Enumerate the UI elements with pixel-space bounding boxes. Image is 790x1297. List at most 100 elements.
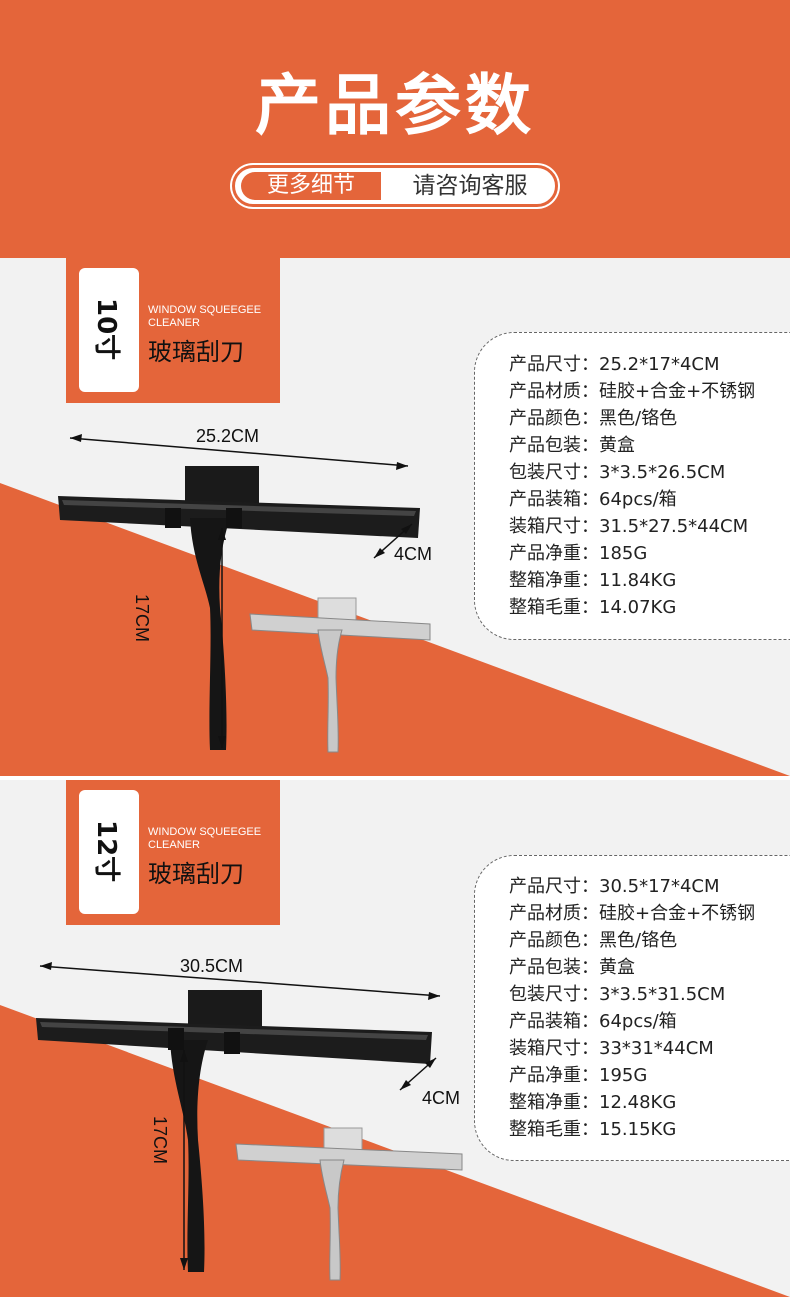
spec-key: 包装尺寸: [509, 462, 581, 483]
section-divider: [0, 776, 790, 780]
spec-value: 硅胶+合金+不锈钢: [599, 381, 756, 402]
spec-colon: ：: [581, 381, 599, 402]
pill-left-label: 更多细节: [241, 172, 381, 200]
spec-colon: ：: [581, 1092, 599, 1113]
spec-row: 产品净重：195G: [509, 1061, 647, 1088]
spec-value: 3*3.5*31.5CM: [599, 984, 726, 1005]
spec-key: 整箱净重: [509, 1092, 581, 1113]
spec-key: 整箱毛重: [509, 597, 581, 618]
english-name: WINDOW SQUEEGEE CLEANER: [148, 826, 278, 852]
spec-key: 产品材质: [509, 381, 581, 402]
spec-key: 包装尺寸: [509, 984, 581, 1005]
spec-colon: ：: [581, 462, 599, 483]
english-name-line1: WINDOW SQUEEGEE: [148, 304, 262, 316]
spec-key: 产品装箱: [509, 1011, 581, 1032]
spec-key: 产品装箱: [509, 489, 581, 510]
width-dimension: 25.2CM: [196, 426, 260, 446]
spec-colon: ：: [581, 516, 599, 537]
spec-key: 装箱尺寸: [509, 516, 581, 537]
spec-colon: ：: [581, 1119, 599, 1140]
spec-value: 黄盒: [599, 435, 635, 456]
spec-value: 12.48KG: [599, 1092, 677, 1113]
spec-row: 产品净重：185G: [509, 539, 647, 566]
spec-colon: ：: [581, 489, 599, 510]
spec-value: 64pcs/箱: [599, 489, 677, 510]
spec-value: 黄盒: [599, 957, 635, 978]
size-label: 12寸: [91, 820, 121, 883]
height-dimension: 17CM: [132, 594, 152, 643]
page-title: 产品参数: [255, 67, 535, 144]
spec-colon: ：: [581, 408, 599, 429]
header-banner: 产品参数 更多细节 请咨询客服: [0, 0, 790, 258]
product-section-10: 10寸 WINDOW SQUEEGEE CLEANER 玻璃刮刀: [0, 258, 790, 776]
spec-row: 产品包装：黄盒: [509, 431, 635, 458]
consult-pill: 更多细节 请咨询客服: [232, 165, 558, 207]
squeegee-illustration: [58, 434, 431, 753]
spec-key: 产品尺寸: [509, 354, 581, 375]
spec-row: 产品装箱：64pcs/箱: [509, 1007, 677, 1034]
spec-row: 产品包装：黄盒: [509, 953, 635, 980]
spec-colon: ：: [581, 1011, 599, 1032]
spec-value: 11.84KG: [599, 570, 677, 591]
spec-row: 包装尺寸：3*3.5*26.5CM: [509, 458, 725, 485]
spec-colon: ：: [581, 597, 599, 618]
english-name: WINDOW SQUEEGEE CLEANER: [148, 304, 278, 330]
spec-value: 64pcs/箱: [599, 1011, 677, 1032]
width-dimension: 30.5CM: [180, 956, 244, 976]
depth-dimension: 4CM: [422, 1088, 461, 1108]
spec-value: 33*31*44CM: [599, 1038, 714, 1059]
spec-row: 整箱毛重：14.07KG: [509, 593, 676, 620]
spec-row: 装箱尺寸：33*31*44CM: [509, 1034, 714, 1061]
spec-colon: ：: [581, 1038, 599, 1059]
spec-row: 产品颜色：黑色/铬色: [509, 404, 677, 431]
spec-row: 产品装箱：64pcs/箱: [509, 485, 677, 512]
spec-row: 产品尺寸：25.2*17*4CM: [509, 350, 720, 377]
chinese-name: 玻璃刮刀: [148, 338, 244, 366]
spec-row: 整箱毛重：15.15KG: [509, 1115, 676, 1142]
squeegee-illustration: [36, 962, 463, 1281]
spec-key: 产品净重: [509, 543, 581, 564]
height-dimension: 17CM: [150, 1116, 170, 1165]
spec-row: 整箱净重：11.84KG: [509, 566, 676, 593]
spec-key: 产品材质: [509, 903, 581, 924]
size-badge: 10寸 WINDOW SQUEEGEE CLEANER 玻璃刮刀: [66, 258, 280, 403]
spec-row: 整箱净重：12.48KG: [509, 1088, 676, 1115]
spec-colon: ：: [581, 957, 599, 978]
spec-key: 装箱尺寸: [509, 1038, 581, 1059]
spec-key: 产品包装: [509, 957, 581, 978]
spec-colon: ：: [581, 903, 599, 924]
spec-key: 产品颜色: [509, 930, 581, 951]
spec-colon: ：: [581, 1065, 599, 1086]
size-badge: 12寸 WINDOW SQUEEGEE CLEANER 玻璃刮刀: [66, 780, 280, 925]
pill-right-label: 请咨询客服: [412, 173, 528, 199]
spec-key: 产品净重: [509, 1065, 581, 1086]
chinese-name: 玻璃刮刀: [148, 860, 244, 888]
spec-key: 产品包装: [509, 435, 581, 456]
english-name-line2: CLEANER: [148, 317, 200, 329]
spec-value: 195G: [599, 1065, 648, 1086]
size-label: 10寸: [91, 298, 121, 361]
product-section-12: 12寸 WINDOW SQUEEGEE CLEANER 玻璃刮刀 30.5CM …: [0, 780, 790, 1297]
spec-value: 185G: [599, 543, 648, 564]
spec-value: 硅胶+合金+不锈钢: [599, 903, 756, 924]
spec-key: 整箱净重: [509, 570, 581, 591]
english-name-line1: WINDOW SQUEEGEE: [148, 826, 262, 838]
spec-value: 15.15KG: [599, 1119, 677, 1140]
spec-value: 黑色/铬色: [599, 408, 678, 429]
spec-row: 装箱尺寸：31.5*27.5*44CM: [509, 512, 748, 539]
spec-value: 31.5*27.5*44CM: [599, 516, 749, 537]
spec-row: 产品颜色：黑色/铬色: [509, 926, 677, 953]
spec-key: 整箱毛重: [509, 1119, 581, 1140]
depth-dimension: 4CM: [394, 544, 433, 564]
spec-value: 3*3.5*26.5CM: [599, 462, 726, 483]
spec-colon: ：: [581, 435, 599, 456]
spec-value: 14.07KG: [599, 597, 677, 618]
english-name-line2: CLEANER: [148, 839, 200, 851]
spec-row: 包装尺寸：3*3.5*31.5CM: [509, 980, 725, 1007]
spec-colon: ：: [581, 570, 599, 591]
size-card: 10寸: [79, 268, 139, 392]
spec-value: 25.2*17*4CM: [599, 354, 720, 375]
spec-colon: ：: [581, 930, 599, 951]
spec-row: 产品材质：硅胶+合金+不锈钢: [509, 899, 755, 926]
spec-colon: ：: [581, 354, 599, 375]
